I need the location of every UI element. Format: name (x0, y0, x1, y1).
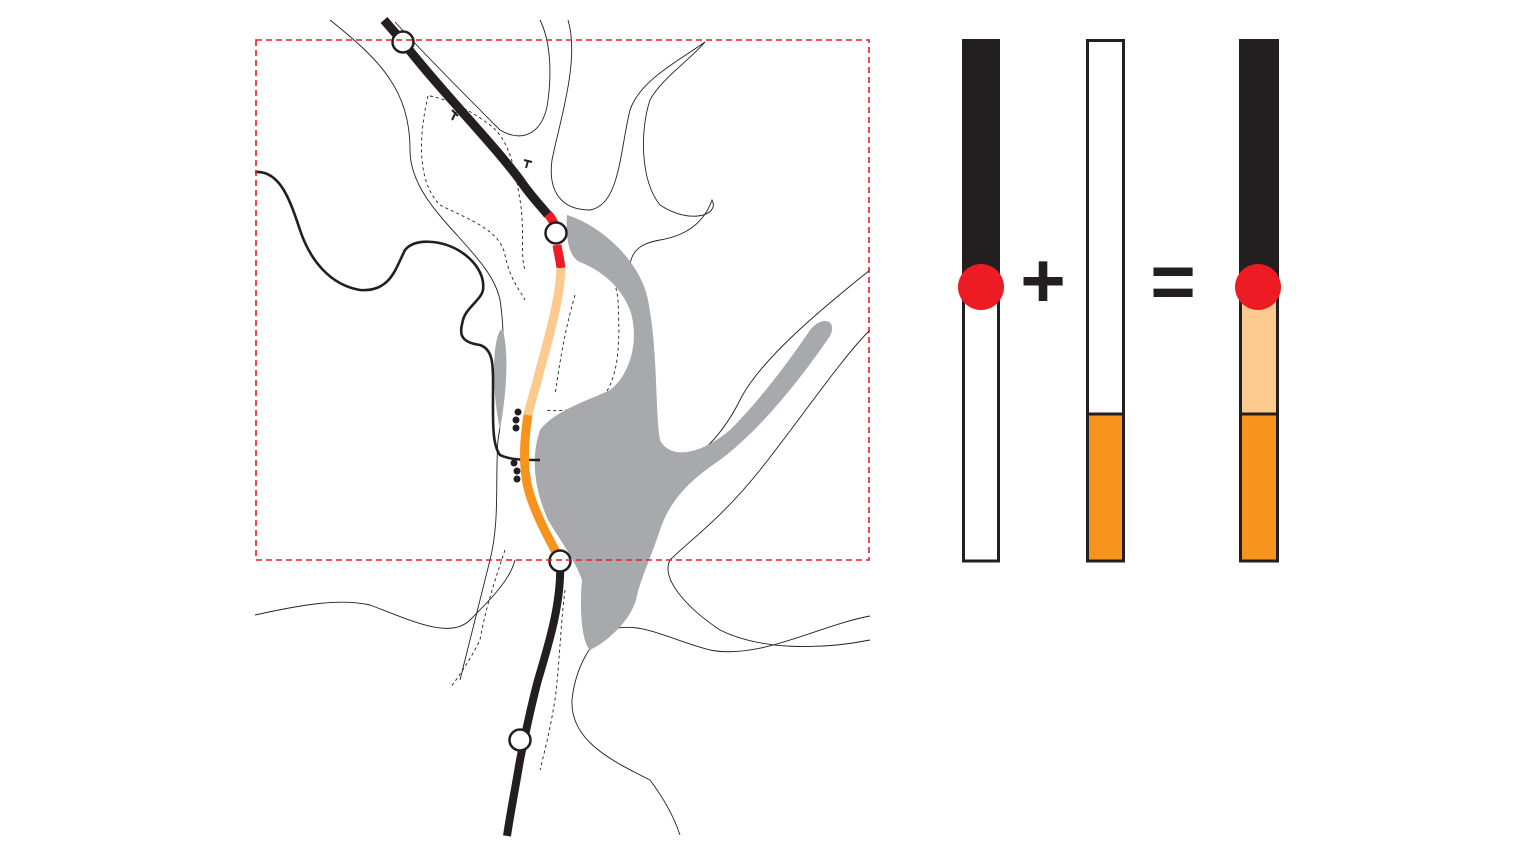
bridge-markers (451, 109, 533, 169)
bar-c-black-segment (1239, 39, 1279, 287)
station-node (391, 30, 415, 54)
legend-bar-b (1086, 39, 1125, 563)
bar-b-orange-segment (1086, 412, 1125, 563)
rail-line (380, 17, 566, 837)
trail-line (539, 589, 566, 771)
bar-a-red-marker (958, 264, 1004, 310)
bar-a-white-segment (962, 285, 1000, 563)
equals-operator: = (1150, 237, 1196, 325)
stations (391, 30, 572, 752)
dashed-trails (421, 95, 620, 771)
marker-dot (514, 408, 522, 416)
bridge-marker (451, 109, 459, 121)
river (254, 170, 541, 462)
marker-dot (512, 424, 520, 432)
bridge-marker (523, 159, 533, 169)
trail-line (421, 95, 526, 301)
marker-dots (510, 408, 522, 483)
station-node (544, 221, 568, 245)
contour-line (571, 615, 871, 836)
contour-line (667, 329, 871, 647)
legend-equation: + = (958, 39, 1281, 563)
contour-line (550, 19, 714, 431)
bar-b-white-segment (1086, 39, 1125, 416)
water-body (534, 215, 833, 650)
legend-bar-c (1235, 39, 1281, 563)
bar-a-black-segment (962, 39, 1000, 287)
bar-c-orange-segment (1239, 412, 1279, 563)
bar-c-red-marker (1235, 264, 1281, 310)
water-body (493, 329, 507, 430)
contour-line (254, 559, 516, 629)
rail-segment-black-south (503, 559, 565, 837)
trail-line (554, 294, 576, 396)
rail-segment-black-north (380, 17, 552, 218)
plus-operator: + (1020, 236, 1066, 324)
trail-line (449, 549, 506, 689)
marker-dot (512, 416, 520, 424)
marker-dot (510, 459, 518, 467)
area-frame (255, 39, 870, 561)
legend-bar-a (958, 39, 1004, 563)
contour-line (329, 19, 504, 681)
station-node (548, 549, 572, 573)
contour-line (394, 19, 551, 137)
rail-segment-light-orange (523, 267, 566, 416)
map-panel (254, 17, 871, 837)
marker-dot (513, 475, 521, 483)
rail-segment-orange (520, 414, 565, 563)
station-node (508, 728, 532, 752)
marker-dot (513, 467, 521, 475)
rail-segment-red (552, 244, 566, 269)
